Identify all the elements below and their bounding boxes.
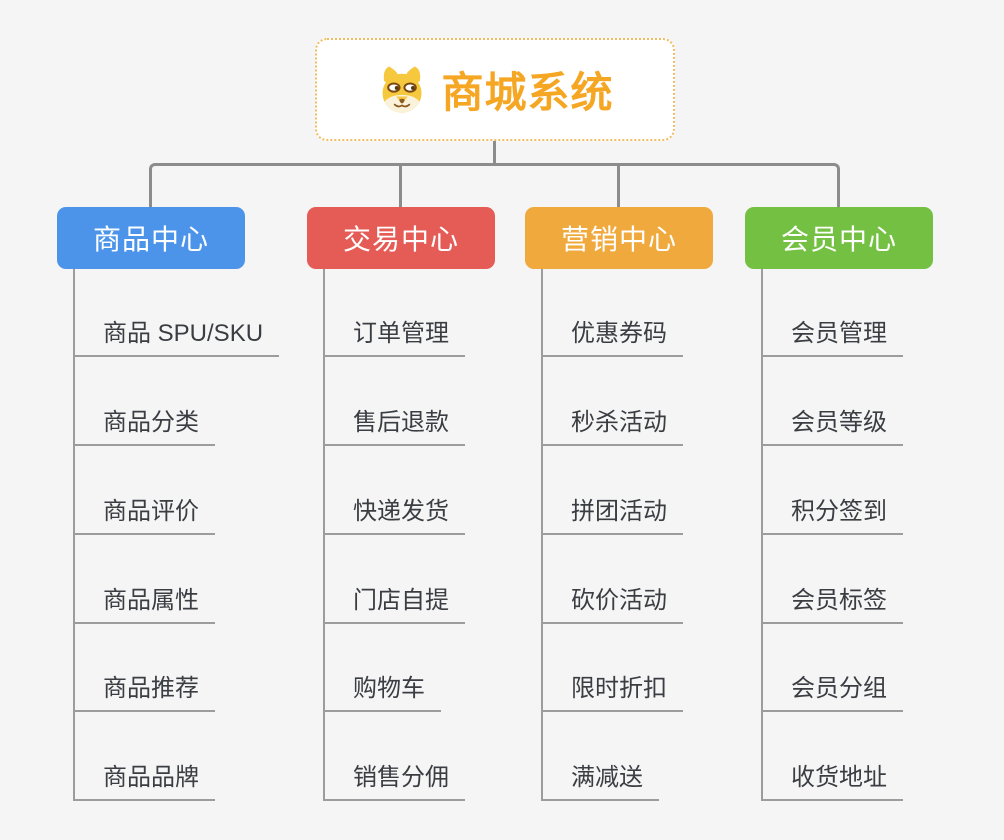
branch-trade-center: 交易中心 订单管理 售后退款 快递发货 门店自提 购物车 销售分佣 <box>307 207 547 807</box>
branch-header-trade-center[interactable]: 交易中心 <box>307 207 495 269</box>
root-node[interactable]: 商城系统 <box>315 38 675 141</box>
branch-header-member-center[interactable]: 会员中心 <box>745 207 933 269</box>
child-node[interactable]: 收货地址 <box>761 761 903 801</box>
branch-product-center: 商品中心 商品 SPU/SKU 商品分类 商品评价 商品属性 商品推荐 商品品牌 <box>57 207 297 807</box>
root-title: 商城系统 <box>441 69 614 116</box>
connector-root-stub <box>493 141 496 165</box>
child-node[interactable]: 售后退款 <box>323 406 465 446</box>
branch-header-marketing-center[interactable]: 营销中心 <box>525 207 713 269</box>
child-node[interactable]: 秒杀活动 <box>541 406 683 446</box>
connector-stub-branch-3 <box>617 165 620 209</box>
child-node[interactable]: 商品分类 <box>73 406 215 446</box>
child-node[interactable]: 购物车 <box>323 672 441 712</box>
child-node[interactable]: 订单管理 <box>323 317 465 357</box>
child-node[interactable]: 快递发货 <box>323 495 465 535</box>
child-node[interactable]: 拼团活动 <box>541 495 683 535</box>
child-node[interactable]: 门店自提 <box>323 584 465 624</box>
child-node[interactable]: 销售分佣 <box>323 761 465 801</box>
child-node[interactable]: 积分签到 <box>761 495 903 535</box>
child-node[interactable]: 会员标签 <box>761 584 903 624</box>
child-node[interactable]: 商品推荐 <box>73 672 215 712</box>
connector-bracket <box>149 163 840 209</box>
child-node[interactable]: 会员分组 <box>761 672 903 712</box>
child-node[interactable]: 商品属性 <box>73 584 215 624</box>
child-node[interactable]: 限时折扣 <box>541 672 683 712</box>
branch-header-product-center[interactable]: 商品中心 <box>57 207 245 269</box>
child-node[interactable]: 砍价活动 <box>541 584 683 624</box>
child-node[interactable]: 商品 SPU/SKU <box>73 317 280 357</box>
branch-marketing-center: 营销中心 优惠券码 秒杀活动 拼团活动 砍价活动 限时折扣 满减送 <box>525 207 765 807</box>
child-node[interactable]: 会员等级 <box>761 406 903 446</box>
child-node[interactable]: 满减送 <box>541 761 659 801</box>
child-node[interactable]: 优惠券码 <box>541 317 683 357</box>
child-node[interactable]: 商品品牌 <box>73 761 215 801</box>
branch-member-center: 会员中心 会员管理 会员等级 积分签到 会员标签 会员分组 收货地址 <box>745 207 985 807</box>
dog-face-icon <box>376 64 428 116</box>
connector-stub-branch-2 <box>399 165 402 209</box>
child-node[interactable]: 会员管理 <box>761 317 903 357</box>
child-node[interactable]: 商品评价 <box>73 495 215 535</box>
